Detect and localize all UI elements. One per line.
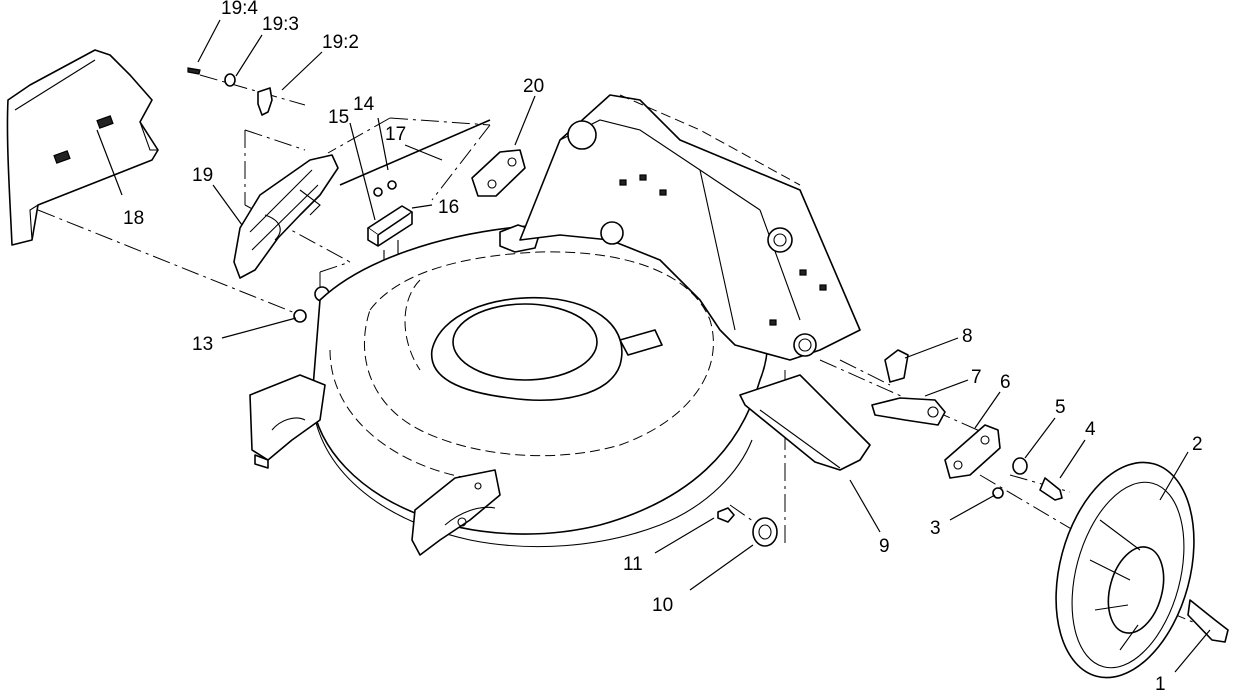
callout-5: 5 <box>1055 397 1066 418</box>
callout-6: 6 <box>1000 372 1011 393</box>
leader-lines <box>96 19 1211 673</box>
callout-20: 20 <box>523 76 544 97</box>
callout-9: 9 <box>879 536 890 557</box>
callout-3: 3 <box>930 518 941 539</box>
callout-19-2: 19:2 <box>322 32 359 53</box>
callout-19-4: 19:4 <box>221 0 258 19</box>
door-hardware <box>187 67 273 116</box>
latch-bracket <box>367 180 413 278</box>
callout-8: 8 <box>962 326 973 347</box>
rear-flap <box>6 49 159 246</box>
handle-plate <box>471 149 526 197</box>
callout-11: 11 <box>623 554 643 575</box>
callout-17: 17 <box>385 124 406 145</box>
wheel <box>1055 461 1229 679</box>
callout-16: 16 <box>438 197 459 218</box>
callout-18: 18 <box>123 208 144 229</box>
callout-4: 4 <box>1085 419 1096 440</box>
callout-7: 7 <box>971 367 982 388</box>
callout-1: 1 <box>1155 674 1166 695</box>
rear-door-assembly <box>233 154 339 279</box>
callout-19-3: 19:3 <box>262 14 299 35</box>
height-adjuster <box>871 349 946 426</box>
pivot-rod <box>339 119 491 186</box>
callout-19: 19 <box>192 165 213 186</box>
mower-deck <box>249 223 769 556</box>
callout-15: 15 <box>328 107 349 128</box>
callout-labels: 1 2 3 4 5 6 7 8 9 10 11 13 14 15 16 17 1… <box>123 0 1203 695</box>
callout-10: 10 <box>652 595 673 616</box>
wheel-hardware <box>717 424 1063 547</box>
callout-14: 14 <box>353 94 375 115</box>
discharge-chute <box>739 374 871 471</box>
callout-13: 13 <box>192 334 213 355</box>
rear-housing <box>519 94 861 361</box>
callout-2: 2 <box>1192 434 1203 455</box>
